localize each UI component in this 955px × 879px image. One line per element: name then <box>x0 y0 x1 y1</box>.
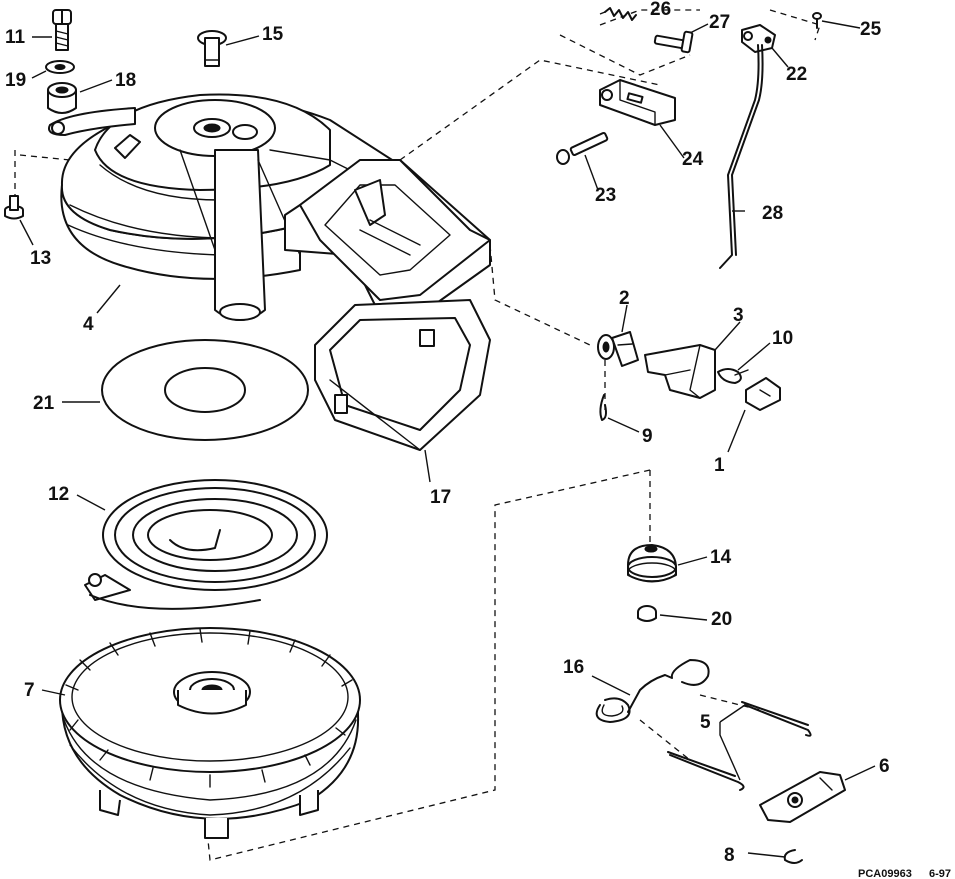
pawl-part-5-upper <box>741 701 812 737</box>
nut-part-20 <box>637 605 657 622</box>
label-19: 19 <box>5 70 26 91</box>
leader-lines <box>19 11 876 858</box>
label-26: 26 <box>650 0 671 20</box>
spring-part-26 <box>604 7 637 21</box>
label-9: 9 <box>642 426 653 447</box>
label-14: 14 <box>710 547 732 568</box>
clip-part-8 <box>783 849 803 864</box>
label-6: 6 <box>879 756 890 777</box>
spring-part-16 <box>595 659 710 723</box>
label-27: 27 <box>709 12 730 33</box>
figure-date: 6-97 <box>929 868 951 879</box>
plate-part-21 <box>101 339 309 441</box>
label-21: 21 <box>33 393 55 414</box>
seal-part-17 <box>314 299 491 451</box>
pawl-part-5-lower <box>667 751 745 791</box>
pin-part-23 <box>556 132 609 165</box>
label-4: 4 <box>83 314 94 335</box>
anchor-part-2 <box>597 331 639 367</box>
link-rod-part-28 <box>719 44 764 269</box>
pin-part-27 <box>653 30 694 54</box>
label-12: 12 <box>48 484 69 505</box>
part-number-labels: 11 19 18 15 13 4 21 12 7 17 26 27 25 22 … <box>5 0 890 866</box>
figure-code: PCA09963 <box>858 868 912 879</box>
screw-part-13 <box>4 195 24 220</box>
label-13: 13 <box>30 248 51 269</box>
insert-part-1 <box>745 377 781 411</box>
pulley-part-7 <box>59 627 361 839</box>
label-7: 7 <box>24 680 35 701</box>
rewind-spring-part-12 <box>84 479 328 610</box>
label-15: 15 <box>262 24 284 45</box>
screw-part-25 <box>812 12 822 29</box>
label-3: 3 <box>733 305 744 326</box>
label-17: 17 <box>430 487 451 508</box>
label-10: 10 <box>772 328 793 349</box>
alignment-lines <box>14 9 821 861</box>
label-18: 18 <box>115 70 136 91</box>
label-24: 24 <box>682 149 704 170</box>
washer-part-19 <box>45 60 75 74</box>
label-25: 25 <box>860 19 882 40</box>
label-5: 5 <box>700 712 711 733</box>
handle-bracket <box>284 159 491 316</box>
label-11: 11 <box>5 27 26 48</box>
retainer-part-6 <box>759 771 846 823</box>
label-8: 8 <box>724 845 735 866</box>
bolt-part-11 <box>52 9 72 51</box>
label-23: 23 <box>595 185 616 206</box>
knot-part-10 <box>717 368 749 384</box>
figure-footer: PCA09963 6-97 <box>858 868 951 879</box>
cup-part-14 <box>627 544 677 583</box>
label-16: 16 <box>563 657 584 678</box>
screw-part-15 <box>197 30 227 67</box>
connector-part-22 <box>741 24 776 53</box>
handle-part-3 <box>644 344 716 399</box>
label-1: 1 <box>714 455 725 476</box>
label-28: 28 <box>762 203 783 224</box>
label-2: 2 <box>619 288 630 309</box>
clip-part-9 <box>599 394 607 421</box>
label-22: 22 <box>786 64 807 85</box>
latch-part-24 <box>599 79 676 126</box>
label-20: 20 <box>711 609 732 630</box>
bushing-part-18 <box>47 82 77 114</box>
